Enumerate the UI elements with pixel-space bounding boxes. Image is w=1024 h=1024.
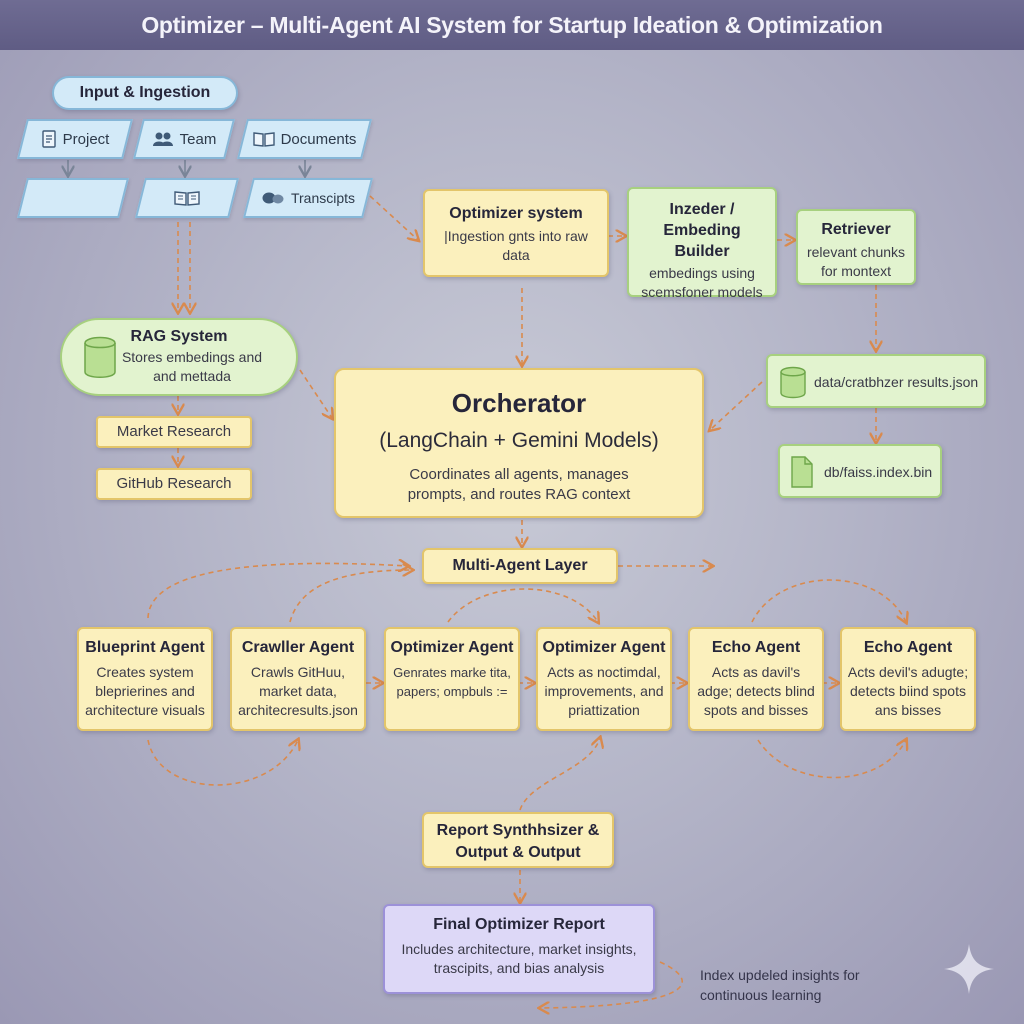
chat-icon	[262, 192, 284, 204]
optimizer-agent-2[interactable]: Optimizer Agent Acts as noctimdal, impro…	[536, 627, 672, 731]
report-synthesizer-box[interactable]: Report Synthhsizer & Output & Output	[422, 812, 614, 868]
book-input[interactable]	[135, 178, 239, 218]
rag-system-box[interactable]: RAG System Stores embedings and and mett…	[60, 318, 298, 396]
blank-input[interactable]	[17, 178, 129, 218]
transcripts-input[interactable]: Transcipts	[243, 178, 373, 218]
orchestrator-title: Orcherator	[451, 388, 587, 418]
orchestrator-box[interactable]: Orcherator (LangChain + Gemini Models) C…	[334, 368, 704, 518]
database-icon	[780, 366, 806, 399]
file-icon	[791, 456, 813, 488]
sparkle-icon	[944, 944, 994, 994]
market-research-box[interactable]: Market Research	[96, 416, 252, 448]
results-json-file[interactable]: data/cratbhzer results.json	[766, 354, 986, 408]
optimizer-agent-1[interactable]: Optimizer Agent Genrates marke tita, pap…	[384, 627, 520, 731]
echo-agent-1[interactable]: Echo Agent Acts as davil's adge; detects…	[688, 627, 824, 731]
optimizer-system-box[interactable]: Optimizer system |Ingestion gnts into ra…	[423, 189, 609, 277]
faiss-index-file[interactable]: db/faiss.index.bin	[778, 444, 942, 498]
team-icon	[152, 132, 173, 146]
document-icon	[41, 130, 56, 148]
open-book-icon	[174, 191, 200, 206]
github-research-box[interactable]: GitHub Research	[96, 468, 252, 500]
book-icon	[252, 132, 275, 147]
indexer-box[interactable]: Inzeder / Embeding Builder embedings usi…	[627, 187, 777, 300]
multi-agent-layer-box[interactable]: Multi-Agent Layer	[422, 548, 618, 584]
retriever-box[interactable]: Retriever relevant chunks for montext	[796, 209, 916, 285]
page-title: Optimizer – Multi-Agent AI System for St…	[0, 0, 1024, 50]
team-input[interactable]: Team	[133, 119, 235, 159]
final-report-box[interactable]: Final Optimizer Report Includes architec…	[383, 904, 655, 994]
crawler-agent[interactable]: Crawller Agent Crawls GitHuu, market dat…	[230, 627, 366, 731]
orchestrator-subtitle: (LangChain + Gemini Models)	[379, 429, 659, 452]
project-input[interactable]: Project	[17, 119, 133, 159]
documents-input[interactable]: Documents	[237, 119, 372, 159]
blueprint-agent[interactable]: Blueprint Agent Creates system bleprieri…	[77, 627, 213, 731]
feedback-note: Index updeled insights for continuous le…	[700, 967, 860, 1003]
input-ingestion-header: Input & Ingestion	[52, 76, 238, 110]
echo-agent-2[interactable]: Echo Agent Acts devil's adugte; detects …	[840, 627, 976, 731]
database-icon	[84, 336, 116, 378]
